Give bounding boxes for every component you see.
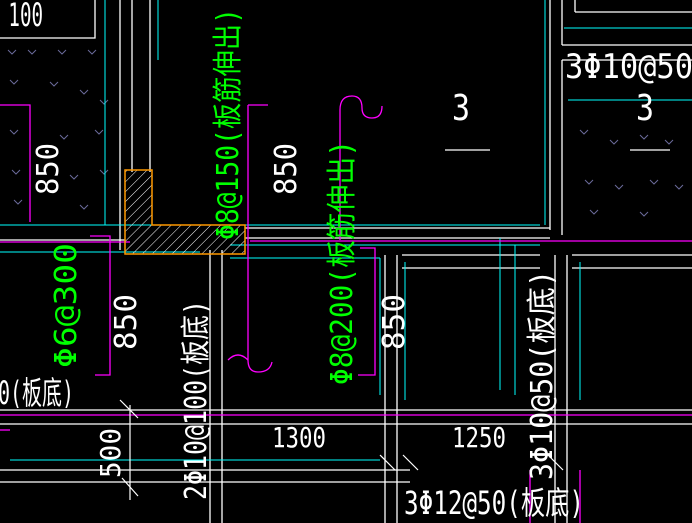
slab-tick-marks [7, 49, 684, 217]
label-center-dim-850: 850 [269, 143, 304, 195]
label-left-dim-850: 850 [31, 143, 66, 195]
label-left-rebar-300: Φ6@300 [49, 243, 84, 368]
label-lower-left-rebar: 2Φ10@100(板底) [179, 300, 214, 500]
label-center-top-rebar: Φ8@150(板筋伸出) [211, 8, 246, 240]
label-top-right-rebar: 3Φ10@50 [565, 47, 692, 87]
label-room-b-mark: 3 [636, 88, 654, 129]
label-right-rebar-50: 3Φ10@50(板底) [525, 270, 560, 480]
label-bottom-rebar: 3Φ12@50(板底) [404, 484, 584, 522]
label-dim-1300: 1300 [272, 421, 326, 454]
hatched-column [124, 169, 246, 255]
label-center-rebar-200: Φ8@200(板筋伸出) [325, 140, 360, 385]
label-top-left-number: 100 [8, 0, 43, 34]
label-dim-1250: 1250 [452, 421, 506, 454]
label-left-edge-board: 0(板底) [0, 374, 74, 412]
label-dim-500: 500 [94, 428, 127, 478]
axis-lines [0, 0, 692, 461]
label-room-a-mark: 3 [452, 88, 470, 129]
rebar-lines [0, 95, 692, 523]
label-lower-center-dim-850: 850 [377, 294, 412, 350]
dimension-ticks [119, 399, 564, 500]
label-lower-dim-850: 850 [109, 294, 144, 350]
